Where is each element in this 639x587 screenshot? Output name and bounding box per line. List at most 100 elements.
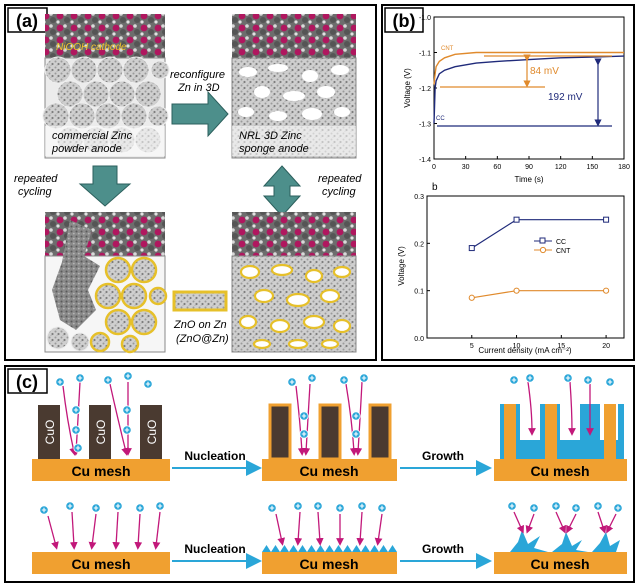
zn-ions-2: [287, 373, 369, 439]
plus-icon: [565, 375, 571, 381]
cu-mesh-label-2: Cu mesh: [299, 463, 358, 479]
cuo-pillar-3: [140, 405, 162, 459]
growth-label-1: Growth: [422, 449, 464, 463]
data-point-cc: [603, 216, 610, 223]
plus-icon: [57, 379, 63, 385]
cu-mesh-label-1: Cu mesh: [71, 463, 130, 479]
cathode-layer-bl: [45, 212, 165, 256]
panel-c-label: (c): [16, 372, 38, 392]
plus-icon: [41, 507, 47, 513]
zinc-nuclei-teeth: [262, 545, 397, 552]
top-xtick-label: 0: [432, 164, 436, 171]
bottom-yticks: 0.30.20.10.0: [414, 194, 430, 343]
plus-icon: [585, 377, 591, 383]
zno-coated-particles: [89, 256, 168, 354]
bottom-series: [468, 216, 610, 301]
top-xtick-label: 180: [618, 164, 630, 171]
bottom-ylabel: Voltage (V): [397, 246, 406, 286]
cathode-layer-tr: [232, 14, 356, 58]
plus-icon: [595, 503, 601, 509]
data-point-cc: [468, 245, 475, 252]
cuo-label-3: CuO: [145, 420, 159, 445]
series-line-cc: [433, 55, 625, 124]
series-line-cnt: [433, 51, 624, 85]
ion-paths-5: [275, 511, 383, 546]
cathode-label: NiOOH cathode: [56, 42, 127, 53]
bottom-plot-frame: [426, 195, 625, 339]
plus-icon: [359, 503, 365, 509]
plus-icon: [361, 375, 367, 381]
cuo-label-2: CuO: [94, 420, 108, 445]
sponge-pores-tr: [238, 64, 350, 121]
panel-a: (a) NiOOH cathode commercial Zinc powder…: [4, 4, 377, 361]
top-xlabel: Time (s): [514, 175, 543, 184]
top-xtick-label: 120: [555, 164, 567, 171]
plus-icon: [301, 413, 307, 419]
top-xtick-label: 60: [493, 164, 501, 171]
plus-icon: [77, 375, 83, 381]
cc-delta-label: 192 mV: [548, 92, 583, 103]
nucleated-pillars: [268, 403, 392, 461]
row-bare: Cu mesh Nucleation Cu mesh Growth Cu mes…: [32, 501, 627, 574]
zno-label-2: (ZnO@Zn): [176, 333, 229, 345]
ion-paths-4: [47, 511, 161, 550]
bottom-legend: CC CNT: [534, 237, 571, 255]
plus-icon: [301, 431, 307, 437]
cuo-pillar-1: [38, 405, 60, 459]
cuo-pillars: CuO CuO CuO: [38, 405, 162, 459]
plus-icon: [509, 503, 515, 509]
plus-icon: [511, 377, 517, 383]
sponge-cycled-block: [231, 212, 357, 353]
commercial-label-bg: [45, 126, 165, 156]
nrl-sponge-block: NRL 3D Zinc sponge anode: [231, 14, 357, 159]
bottom-ytick-label: 0.3: [414, 194, 424, 201]
plus-icon: [75, 445, 81, 451]
cc-curve-label: CC: [436, 116, 445, 122]
plus-icon: [295, 503, 301, 509]
nrl-label-bg: [232, 126, 356, 156]
commercial-label-1: commercial Zinc: [52, 130, 133, 142]
cycling-right-1: repeated: [318, 173, 362, 185]
sponge-pores-br: [238, 263, 352, 350]
plus-icon: [379, 505, 385, 511]
cuo-label-1: CuO: [43, 420, 57, 445]
nucleation-label-1: Nucleation: [184, 449, 245, 463]
reconfigure-text-2: Zn in 3D: [177, 82, 220, 94]
panel-a-label: (a): [16, 11, 38, 31]
plus-icon: [145, 381, 151, 387]
cu-mesh-4: [32, 552, 170, 574]
plus-icon: [337, 505, 343, 511]
cnt-curve-label: CNT: [441, 46, 454, 52]
voltage-current-chart: b Voltage (V) Current density (mA cm⁻²) …: [397, 182, 625, 355]
bottom-ytick-label: 0.0: [414, 336, 424, 343]
plus-icon: [353, 431, 359, 437]
legend-cc-label: CC: [556, 239, 566, 246]
top-xtick-label: 90: [525, 164, 533, 171]
zn-ions-1: [55, 371, 153, 453]
cycling-left-2: cycling: [18, 186, 53, 198]
plus-icon: [115, 503, 121, 509]
panel-b-frame: [381, 4, 635, 361]
dendrite: [52, 220, 100, 330]
panel-c-label-box: [7, 368, 48, 394]
cycling-right-2: cycling: [322, 186, 357, 198]
cu-mesh-1: [32, 459, 170, 481]
bottom-ytick-label: 0.2: [414, 241, 424, 248]
cycling-arrow-left: [78, 165, 132, 207]
top-ytick-label: -1.1: [419, 51, 431, 58]
cu-mesh-label-3: Cu mesh: [530, 463, 589, 479]
growth-label-2: Growth: [422, 542, 464, 556]
data-point-cc: [513, 216, 520, 223]
plus-icon: [67, 503, 73, 509]
plus-icon: [137, 505, 143, 511]
bottom-xtick-label: 15: [557, 343, 565, 350]
nrl-label-2: sponge anode: [239, 143, 309, 155]
bottom-xlabel: Current density (mA cm⁻²): [478, 346, 571, 355]
commercial-zinc-block: NiOOH cathode commercial Zinc powder ano…: [42, 14, 170, 159]
plus-icon: [124, 427, 130, 433]
plus-icon: [615, 505, 621, 511]
plus-icon: [73, 427, 79, 433]
top-xtick-label: 30: [462, 164, 470, 171]
plus-icon: [573, 505, 579, 511]
